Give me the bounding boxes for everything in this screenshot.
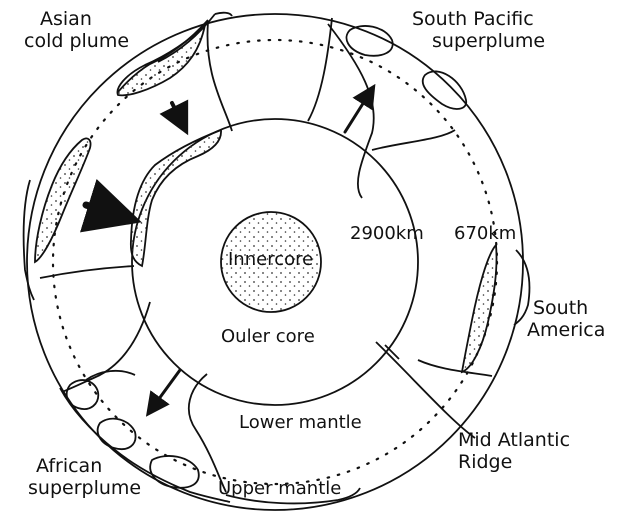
- plume-head: [67, 380, 99, 409]
- convection-cell-boundary: [308, 18, 332, 121]
- plume-head: [98, 419, 136, 449]
- label-mid-atlantic-ridge: Mid Atlantic Ridge: [458, 429, 570, 473]
- label-asian-line2: cold plume: [24, 30, 129, 52]
- label-african-line1: African: [28, 455, 141, 477]
- crust-plate: [215, 13, 232, 16]
- label-mid-atlantic-line2: Ridge: [458, 451, 570, 473]
- convection-cell-boundary: [40, 266, 134, 278]
- label-south-america-line1: South: [527, 297, 605, 319]
- convection-cell-boundary: [207, 22, 232, 131]
- convection-cell-boundary: [62, 302, 150, 392]
- label-asian-cold-plume: Asian cold plume: [24, 8, 129, 52]
- arrow-upwelling-african: [153, 370, 180, 407]
- label-south-america-line2: America: [527, 319, 605, 341]
- plume-head: [423, 71, 466, 109]
- label-mid-atlantic-line1: Mid Atlantic: [458, 429, 570, 451]
- south-america-slab: [462, 245, 497, 372]
- label-south-pacific-line1: South Pacific: [412, 8, 545, 30]
- convection-cell-boundary: [418, 360, 492, 376]
- label-depth-2900km: 2900km: [350, 223, 424, 245]
- label-inner-core: Innercore: [228, 249, 313, 271]
- label-african-superplume: African superplume: [28, 455, 141, 499]
- label-lower-mantle: Lower mantle: [239, 412, 362, 434]
- arrow-toward-core: [86, 205, 115, 214]
- label-south-america: South America: [527, 297, 605, 341]
- label-south-pacific-superplume: South Pacific superplume: [412, 8, 545, 52]
- convection-cell-boundary: [372, 130, 455, 150]
- label-depth-670km: 670km: [454, 223, 516, 245]
- label-outer-core: Ouler core: [221, 326, 315, 348]
- arrow-down-small: [172, 103, 181, 121]
- label-asian-line1: Asian: [24, 8, 129, 30]
- label-south-pacific-line2: superplume: [412, 30, 545, 52]
- label-african-line2: superplume: [28, 477, 141, 499]
- arrow-upwelling-pacific: [345, 94, 369, 132]
- convection-cell-boundary: [376, 342, 475, 438]
- label-upper-mantle: Upper mantle: [218, 478, 341, 500]
- western-slab: [35, 138, 91, 262]
